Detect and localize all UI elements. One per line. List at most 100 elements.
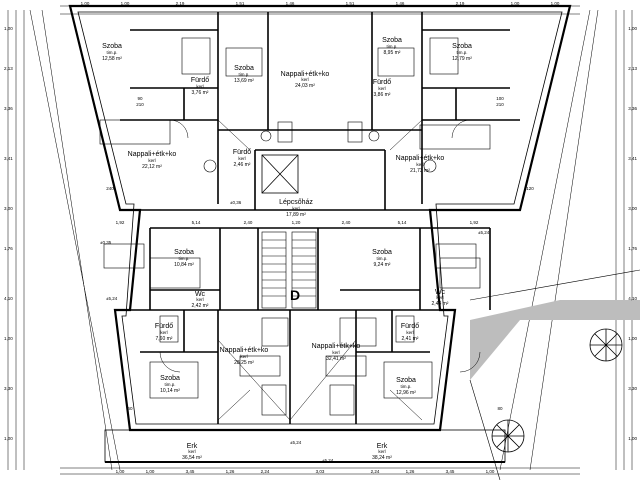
svg-text:kerl: kerl bbox=[148, 158, 155, 163]
room-szoba-ml: Szoba tim.p. 10,84 m² bbox=[174, 249, 194, 268]
svg-text:210: 210 bbox=[496, 102, 504, 107]
svg-text:tim.p.: tim.p. bbox=[456, 50, 467, 55]
svg-text:5,14: 5,14 bbox=[398, 220, 407, 225]
svg-text:3,86 m²: 3,86 m² bbox=[374, 92, 391, 98]
tree-icon bbox=[491, 328, 623, 453]
svg-text:±5,24: ±5,24 bbox=[106, 296, 118, 301]
svg-text:2,40: 2,40 bbox=[244, 220, 253, 225]
svg-text:36,54 m²: 36,54 m² bbox=[182, 455, 202, 461]
room-nappali-bl: Nappali+étk+ko kerl 28,25 m² bbox=[220, 347, 269, 366]
svg-text:2,42 m²: 2,42 m² bbox=[192, 303, 209, 309]
svg-text:2,13: 2,13 bbox=[628, 66, 637, 71]
dimension-texts-top: 1,00 1,00 2,19 1,51 1,46 1,51 1,46 2,19 … bbox=[81, 1, 560, 6]
terrain-hatch bbox=[469, 269, 640, 480]
svg-text:1,76: 1,76 bbox=[628, 246, 637, 251]
svg-text:kerl: kerl bbox=[301, 77, 308, 82]
svg-text:3,36: 3,36 bbox=[628, 106, 637, 111]
staircase bbox=[261, 231, 317, 309]
svg-text:Szoba: Szoba bbox=[234, 65, 254, 72]
svg-text:kerl: kerl bbox=[188, 449, 195, 454]
svg-text:2,24: 2,24 bbox=[261, 469, 270, 474]
svg-text:kerl: kerl bbox=[196, 297, 203, 302]
svg-text:3,76 m²: 3,76 m² bbox=[192, 90, 209, 96]
svg-text:kerl: kerl bbox=[196, 84, 203, 89]
svg-text:3,30: 3,30 bbox=[4, 386, 13, 391]
svg-text:3,03: 3,03 bbox=[316, 469, 325, 474]
room-furdo-tl: Fürdő kerl 3,76 m² bbox=[191, 77, 209, 96]
svg-text:9,24 m²: 9,24 m² bbox=[374, 262, 391, 268]
dimension-texts-mid: 1,92 5,14 2,40 1,20 2,40 5,14 1,92 bbox=[116, 220, 479, 225]
svg-text:1,00: 1,00 bbox=[121, 1, 130, 6]
svg-text:Szoba: Szoba bbox=[382, 37, 402, 44]
dimension-texts-right: 1,00 2,13 3,36 3,41 3,00 1,76 4,10 1,00 … bbox=[628, 26, 637, 441]
svg-text:1,00: 1,00 bbox=[4, 436, 13, 441]
room-szoba-tc: Szoba tim.p. 13,69 m² bbox=[234, 65, 254, 84]
svg-text:tim.p.: tim.p. bbox=[400, 384, 411, 389]
room-szoba-tr1: Szoba tim.p. 8,95 m² bbox=[382, 37, 402, 56]
svg-text:kerl: kerl bbox=[292, 206, 299, 211]
svg-text:8,95 m²: 8,95 m² bbox=[384, 50, 401, 56]
svg-text:kerl: kerl bbox=[240, 354, 247, 359]
room-nappali-br: Nappali+étk+ko kerl 32,41 m² bbox=[312, 343, 361, 362]
room-erkely-r: Erk kerl 38,24 m² bbox=[372, 443, 392, 461]
svg-text:Lépcsőház: Lépcsőház bbox=[279, 199, 313, 206]
svg-text:Nappali+étk+ko: Nappali+étk+ko bbox=[312, 343, 361, 350]
door-swings bbox=[159, 119, 481, 421]
svg-text:Szoba: Szoba bbox=[102, 43, 122, 50]
svg-text:±0,35: ±0,35 bbox=[100, 240, 112, 245]
svg-text:kerl: kerl bbox=[332, 350, 339, 355]
svg-text:80: 80 bbox=[497, 406, 503, 411]
svg-text:3,00: 3,00 bbox=[4, 206, 13, 211]
svg-text:10,14 m²: 10,14 m² bbox=[160, 388, 180, 394]
svg-text:Fürdő: Fürdő bbox=[233, 149, 251, 156]
svg-text:Fürdő: Fürdő bbox=[401, 323, 419, 330]
svg-text:Szoba: Szoba bbox=[174, 249, 194, 256]
svg-text:1,51: 1,51 bbox=[236, 1, 245, 6]
svg-text:3,00: 3,00 bbox=[628, 206, 637, 211]
room-furdo-br: Fürdő kerl 2,41 m² bbox=[401, 323, 419, 342]
svg-text:tim.p.: tim.p. bbox=[178, 256, 189, 261]
room-furdo-cl: Fürdő kerl 2,46 m² bbox=[233, 149, 251, 168]
svg-text:kerl: kerl bbox=[378, 86, 385, 91]
svg-text:Wc: Wc bbox=[435, 289, 446, 296]
svg-text:1,00: 1,00 bbox=[628, 336, 637, 341]
room-nappali-top: Nappali+étk+ko kerl 24,03 m² bbox=[281, 71, 330, 89]
room-furdo-bl: Fürdő kerl 7,60 m² bbox=[155, 323, 173, 342]
svg-text:100: 100 bbox=[496, 96, 504, 101]
svg-text:12,58 m²: 12,58 m² bbox=[102, 56, 122, 62]
room-nappali-r: Nappali+étk+ko kerl 21,73 m² bbox=[396, 155, 445, 174]
svg-text:210: 210 bbox=[136, 102, 144, 107]
svg-text:3,41: 3,41 bbox=[628, 156, 637, 161]
svg-text:1,76: 1,76 bbox=[4, 246, 13, 251]
svg-text:Fürdő: Fürdő bbox=[373, 79, 391, 86]
svg-text:60: 60 bbox=[127, 406, 133, 411]
svg-text:7,60 m²: 7,60 m² bbox=[156, 336, 173, 342]
svg-text:17,89 m²: 17,89 m² bbox=[286, 212, 306, 218]
svg-text:1,00: 1,00 bbox=[551, 1, 560, 6]
svg-text:tim.p.: tim.p. bbox=[164, 382, 175, 387]
svg-text:3,45: 3,45 bbox=[446, 469, 455, 474]
svg-text:kerl: kerl bbox=[436, 295, 443, 300]
svg-text:tim.p.: tim.p. bbox=[386, 44, 397, 49]
svg-text:32,41 m²: 32,41 m² bbox=[326, 356, 346, 362]
furniture bbox=[99, 37, 491, 416]
svg-text:240: 240 bbox=[106, 186, 114, 191]
svg-text:1,26: 1,26 bbox=[406, 469, 415, 474]
svg-text:3,41: 3,41 bbox=[4, 156, 13, 161]
svg-text:1,00: 1,00 bbox=[116, 469, 125, 474]
dimension-texts-bottom: 1,00 1,00 3,45 1,26 2,24 3,03 2,24 1,26 … bbox=[116, 469, 495, 474]
svg-text:Wc: Wc bbox=[195, 291, 206, 298]
interior-walls bbox=[120, 12, 520, 424]
svg-text:1,92: 1,92 bbox=[470, 220, 479, 225]
svg-text:4,10: 4,10 bbox=[628, 296, 637, 301]
svg-text:1,46: 1,46 bbox=[396, 1, 405, 6]
svg-text:2,46 m²: 2,46 m² bbox=[234, 162, 251, 168]
svg-text:3,45: 3,45 bbox=[186, 469, 195, 474]
svg-text:28,25 m²: 28,25 m² bbox=[234, 360, 254, 366]
svg-text:±5,24: ±5,24 bbox=[290, 440, 302, 445]
svg-text:Erk: Erk bbox=[377, 443, 388, 450]
room-labels: Szoba tim.p. 12,58 m² Szoba tim.p. 13,69… bbox=[102, 37, 472, 461]
svg-text:1,00: 1,00 bbox=[511, 1, 520, 6]
svg-text:kerl: kerl bbox=[238, 156, 245, 161]
